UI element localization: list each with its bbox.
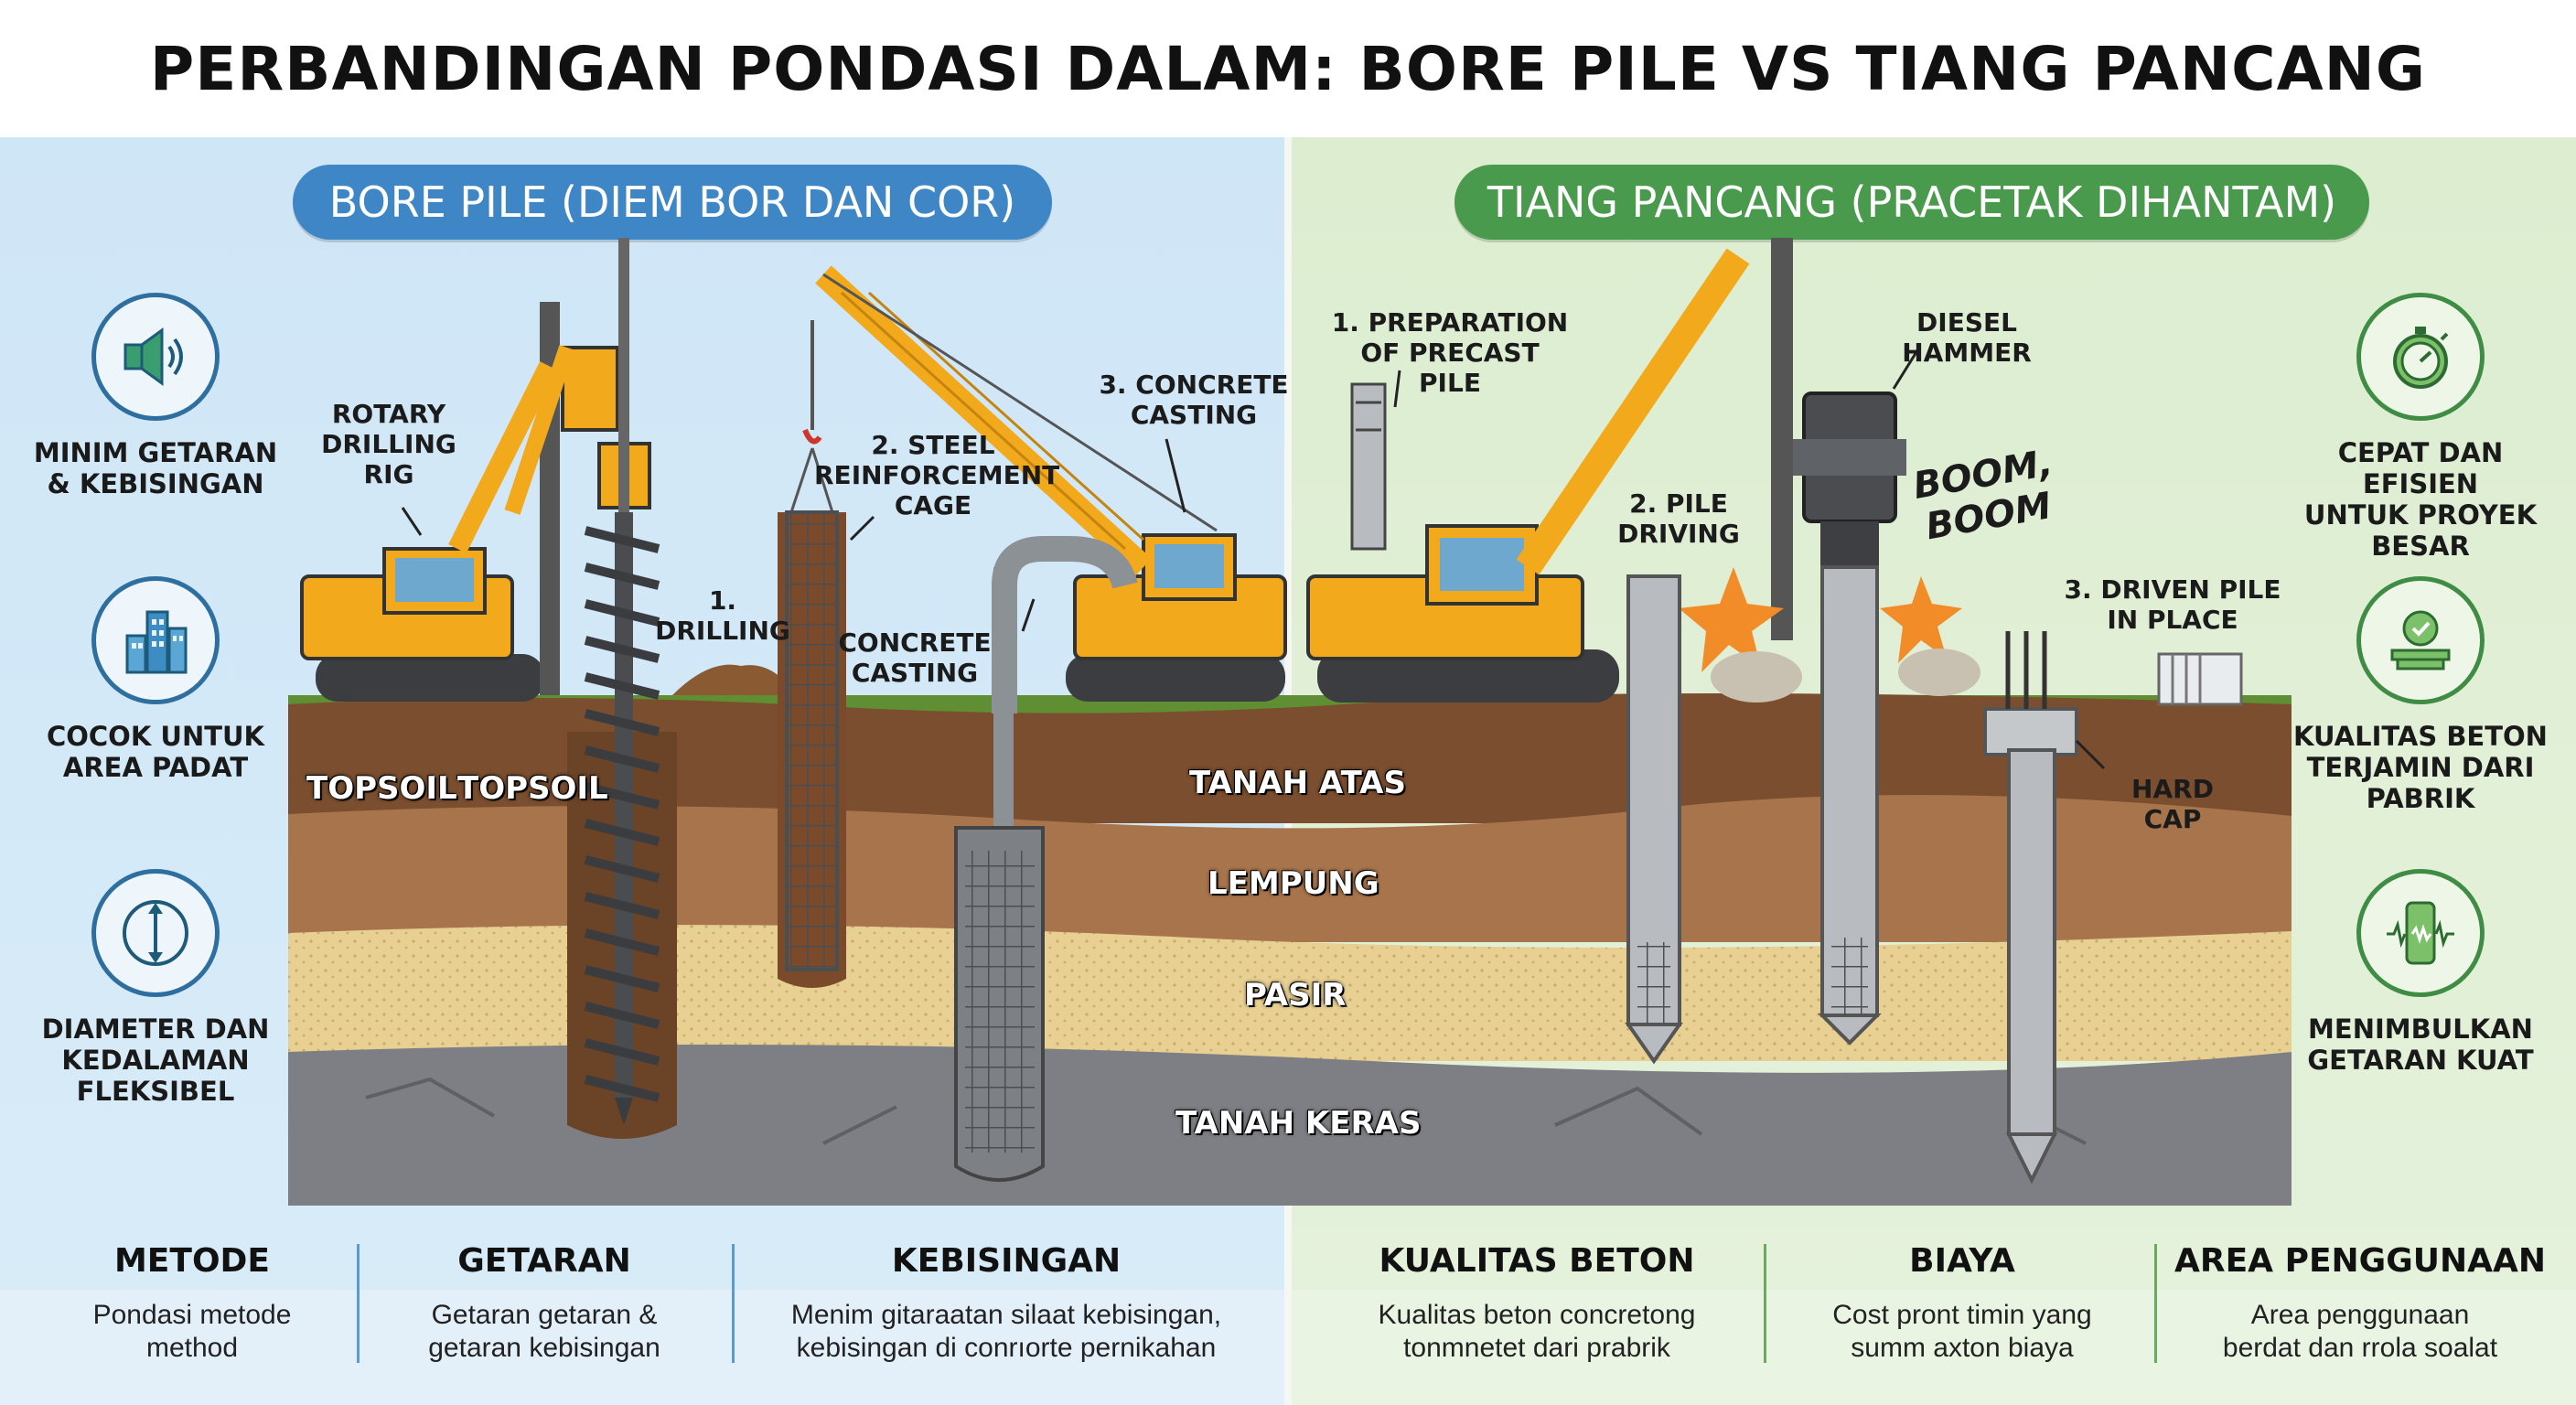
layer-label-tanah-keras: TANAH KERAS <box>1175 1105 1422 1142</box>
layer-label-topsoil-2: TOPSOIL <box>457 770 608 807</box>
rig-window <box>395 558 474 602</box>
label-preparation-precast: 1. PREPARATION OF PRECAST PILE <box>1331 307 1569 398</box>
driven-pile-in-place <box>1983 631 2078 1185</box>
feature-label: COCOK UNTUK AREA PADAT <box>46 721 265 783</box>
label-concrete-casting-top: 3. CONCRETE CASTING <box>1099 370 1289 430</box>
precast-pile-driving <box>1625 574 1683 1065</box>
pile-driving-excavator <box>1306 238 1793 702</box>
feature-label: KUALITAS BETON TERJAMIN DARI PABRIK <box>2293 721 2548 814</box>
rig-head <box>561 346 619 432</box>
label-hard-cap: HARD CAP <box>2131 774 2214 834</box>
quality-badge-icon <box>2356 576 2485 704</box>
comparison-head-kebisingan: KEBISINGAN <box>891 1242 1122 1280</box>
layer-label-pasir: PASIR <box>1244 977 1347 1014</box>
stopwatch-icon <box>2356 293 2485 421</box>
spoil-pile <box>672 664 796 695</box>
building-silhouette <box>2157 652 2243 706</box>
label-concrete-casting: CONCRETE CASTING <box>838 627 992 688</box>
feature-diameter-fleksibel: DIAMETER DAN KEDALAMAN FLEKSIBEL <box>18 869 293 1107</box>
comparison-body-biaya: Cost pront timin yang summ axton biaya <box>1832 1300 2092 1363</box>
feature-label: CEPAT DAN EFISIEN UNTUK PROYEK BESAR <box>2303 437 2538 562</box>
feature-kualitas-beton: KUALITAS BETON TERJAMIN DARI PABRIK <box>2283 576 2558 814</box>
comparison-separator <box>1764 1244 1766 1363</box>
concrete-cast-pile <box>954 536 1138 1182</box>
precast-pile-under-hammer <box>1818 565 1882 1046</box>
page-title: PERBANDINGAN PONDASI DALAM: BORE PILE VS… <box>149 33 2427 104</box>
comparison-body-getaran: Getaran getaran & getaran kebisingan <box>428 1300 660 1363</box>
speaker-icon <box>91 293 220 421</box>
comparison-head-biaya: BIAYA <box>1909 1242 2015 1280</box>
precast-pile-sample <box>1350 382 1387 551</box>
comparison-head-area-penggunaan: AREA PENGGUNAAN <box>2174 1242 2546 1280</box>
comparison-separator <box>357 1244 360 1363</box>
layer-label-lempung: LEMPUNG <box>1208 865 1379 902</box>
label-diesel-hammer: DIESEL HAMMER <box>1902 307 2032 368</box>
feature-label: DIAMETER DAN KEDALAMAN FLEKSIBEL <box>41 1014 270 1107</box>
comparison-head-metode: METODE <box>113 1242 271 1280</box>
comparison-body-metode: Pondasi metode method <box>92 1300 292 1363</box>
phone-vibration-icon <box>2356 869 2485 997</box>
label-pile-driving: 2. PILE DRIVING <box>1617 488 1740 549</box>
feature-minim-getaran: MINIM GETARAN & KEBISINGAN <box>18 293 293 499</box>
diesel-hammer <box>1793 391 1906 567</box>
label-driven-pile: 3. DRIVEN PILE IN PLACE <box>2064 574 2281 635</box>
label-steel-cage: 2. STEEL REINFORCEMENT CAGE <box>814 430 1060 520</box>
comparison-head-kualitas-beton: KUALITAS BETON <box>1379 1242 1695 1280</box>
label-drilling: 1. DRILLING <box>655 585 790 646</box>
feature-label: MENIMBULKAN GETARAN KUAT <box>2307 1014 2534 1076</box>
feature-cepat-efisien: CEPAT DAN EFISIEN UNTUK PROYEK BESAR <box>2283 293 2558 562</box>
leader-lines <box>401 347 2106 770</box>
comparison-body-kualitas-beton: Kualitas beton concretong tonmnetet dari… <box>1378 1300 1696 1363</box>
auger-drill <box>567 238 677 1139</box>
concrete-crane <box>815 265 1287 702</box>
feature-cocok-area: COCOK UNTUK AREA PADAT <box>18 576 293 783</box>
comparison-head-getaran: GETARAN <box>457 1242 631 1280</box>
comparison-body-area-penggunaan: Area penggunaan berdat dan rrola soalat <box>2222 1300 2498 1363</box>
title-bar: PERBANDINGAN PONDASI DALAM: BORE PILE VS… <box>0 0 2576 137</box>
feature-label: MINIM GETARAN & KEBISINGAN <box>33 437 278 499</box>
steel-reinforcement-cage <box>778 320 846 988</box>
impact-burst <box>1679 567 1980 702</box>
hard-ground-layer <box>288 1045 2292 1206</box>
layer-label-topsoil: TOPSOIL <box>306 770 457 807</box>
comparison-row-right <box>1292 1290 2576 1405</box>
bore-pile-header: BORE PILE (DIEM BOR DAN COR) <box>293 165 1052 240</box>
comparison-separator <box>732 1244 735 1363</box>
comparison-body-kebisingan: Menim gitaraatan silaat kebisingan, kebi… <box>790 1300 1222 1363</box>
comparison-separator <box>2154 1244 2157 1363</box>
comparison-row-left <box>0 1290 1284 1405</box>
label-rotary-drilling-rig: ROTARY DRILLING RIG <box>321 399 456 489</box>
layer-label-tanah-atas: TANAH ATAS <box>1189 765 1406 801</box>
diameter-arrows-icon <box>91 869 220 997</box>
rig-tracks <box>316 654 544 702</box>
buildings-icon <box>91 576 220 704</box>
tiang-pancang-header: TIANG PANCANG (PRACETAK DIHANTAM) <box>1454 165 2369 240</box>
feature-getaran-kuat: MENIMBULKAN GETARAN KUAT <box>2283 869 2558 1076</box>
